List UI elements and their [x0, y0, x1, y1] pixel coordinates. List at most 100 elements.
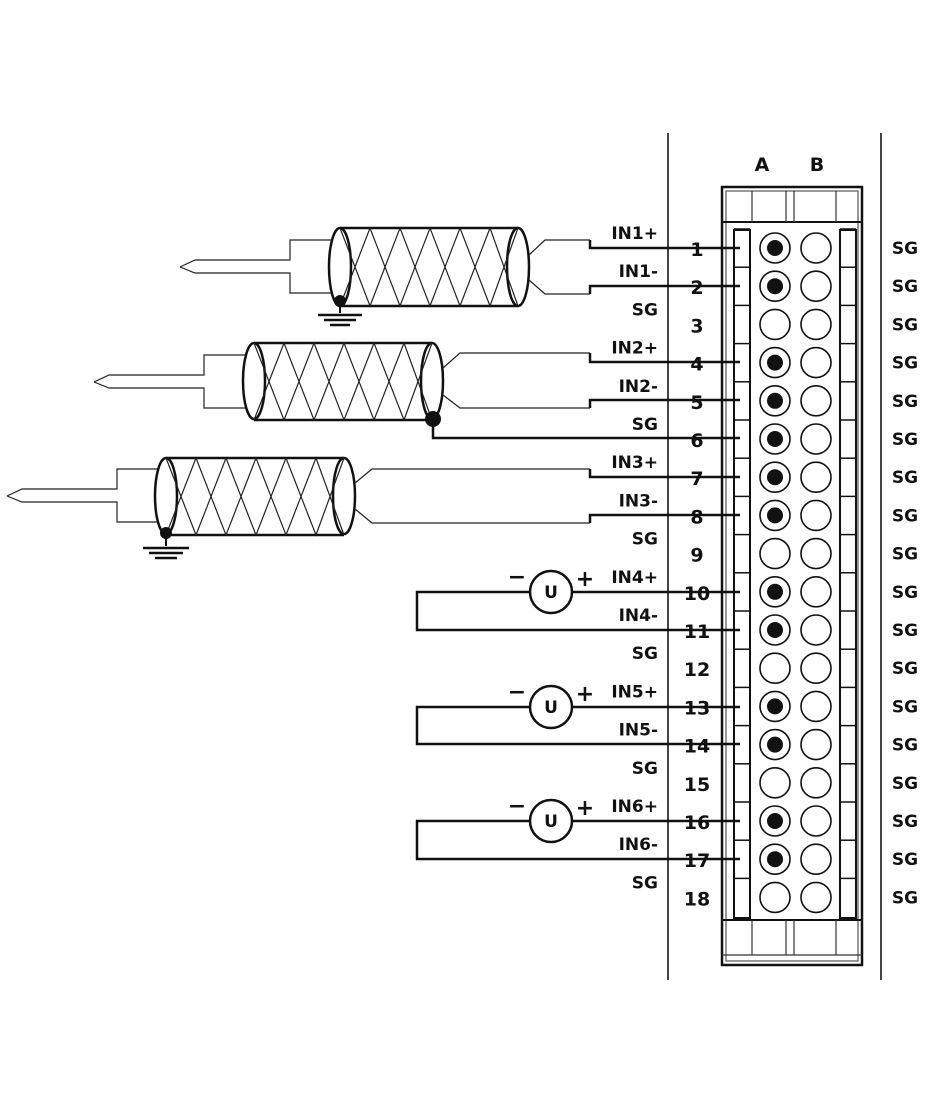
terminal-b-1[interactable]: [800, 232, 832, 264]
right-sg-label: SG: [892, 697, 918, 717]
minus-sign: −: [508, 565, 526, 590]
wire-terminal-dot: [767, 583, 783, 600]
ground-icon: [143, 533, 189, 560]
right-sg-label: SG: [892, 621, 918, 641]
pin-label: SG: [632, 300, 658, 320]
wire-terminal-dot: [767, 622, 783, 638]
pin-row-3: SG 3 SG: [632, 300, 918, 341]
terminal-a-9[interactable]: [759, 537, 791, 570]
terminal-b-12[interactable]: [800, 652, 832, 685]
column-b-label: B: [810, 154, 824, 176]
plus-sign: +: [576, 682, 594, 707]
pin-number: 13: [684, 697, 710, 719]
pin-label: IN6+: [611, 797, 658, 817]
right-sg-label: SG: [892, 774, 918, 794]
plus-sign: +: [576, 567, 594, 592]
pin-label: SG: [632, 873, 658, 893]
terminal-a-3[interactable]: [759, 308, 791, 341]
voltage-source-symbol: U: [544, 812, 558, 832]
terminal-a-15[interactable]: [759, 766, 791, 799]
plus-sign: +: [576, 796, 594, 821]
voltage-source-symbol: U: [544, 698, 558, 718]
minus-sign: −: [508, 680, 526, 705]
pin-label: IN4+: [611, 568, 658, 588]
terminal-b-6[interactable]: [800, 423, 832, 455]
right-sg-label: SG: [892, 315, 918, 335]
pin-label: IN1-: [619, 262, 658, 282]
terminal-a-18[interactable]: [759, 881, 791, 914]
right-sg-label: SG: [892, 430, 918, 450]
voltage-source-1: U − +: [415, 565, 740, 632]
terminal-b-13[interactable]: [800, 690, 832, 723]
pin-row-4: IN2+ 4 SG: [611, 339, 918, 379]
voltage-source-3: U − +: [415, 794, 740, 861]
wire-terminal-dot: [767, 736, 783, 753]
voltage-source-circle: [528, 798, 574, 844]
right-sg-label: SG: [892, 392, 918, 412]
terminal-b-2[interactable]: [800, 270, 832, 303]
right-sg-label: SG: [892, 354, 918, 374]
shielded-sensor-1: [179, 226, 740, 327]
shielded-sensor-3: [6, 456, 740, 560]
right-sg-label: SG: [892, 812, 918, 832]
pin-number: 4: [690, 354, 703, 376]
terminal-b-7[interactable]: [800, 461, 832, 494]
column-a-label: A: [755, 154, 770, 176]
terminal-b-17[interactable]: [800, 843, 832, 876]
terminal-b-5[interactable]: [800, 384, 832, 417]
terminal-b-4[interactable]: [800, 346, 832, 379]
pin-number: 17: [684, 850, 710, 872]
wire-terminal-dot: [767, 469, 783, 486]
right-sg-label: SG: [892, 850, 918, 870]
terminal-block: [720, 185, 864, 967]
wire-terminal-dot: [767, 278, 783, 295]
right-sg-label: SG: [892, 583, 918, 603]
terminal-b-9[interactable]: [800, 537, 832, 570]
pin-label: IN2+: [611, 339, 658, 359]
terminal-b-10[interactable]: [800, 575, 832, 608]
pin-row-10: IN4+ 10 SG: [611, 568, 918, 608]
terminal-b-11[interactable]: [800, 614, 832, 646]
terminal-a-12[interactable]: [759, 652, 791, 685]
terminal-b-15[interactable]: [800, 766, 832, 799]
terminal-b-3[interactable]: [800, 308, 832, 341]
right-sg-label: SG: [892, 888, 918, 908]
pin-number: 11: [684, 621, 710, 643]
right-sg-label: SG: [892, 239, 918, 259]
ground-icon: [318, 301, 362, 327]
terminal-b-16[interactable]: [800, 805, 832, 837]
wire-terminal-dot: [767, 354, 783, 371]
pin-number: 18: [684, 888, 710, 910]
wire-terminal-dot: [767, 813, 783, 829]
pin-number: 6: [690, 430, 703, 452]
wire-terminal-dot: [767, 240, 783, 256]
shielded-sensor-2: [93, 341, 740, 440]
pin-number: 3: [690, 315, 703, 337]
pin-number: 15: [684, 774, 710, 796]
terminal-b-18[interactable]: [800, 881, 832, 914]
voltage-source-symbol: U: [544, 583, 558, 603]
wire-terminal-dot: [767, 431, 783, 447]
right-sg-label: SG: [892, 659, 918, 679]
pin-number: 2: [690, 277, 703, 299]
voltage-source-circle: [528, 684, 574, 730]
right-sg-label: SG: [892, 468, 918, 488]
pin-number: 10: [684, 583, 710, 605]
right-sg-label: SG: [892, 277, 918, 297]
terminal-b-8[interactable]: [800, 499, 832, 532]
pin-number: 9: [690, 545, 703, 567]
pin-number: 1: [690, 239, 703, 261]
pin-label: SG: [632, 415, 658, 435]
pin-number: 7: [690, 468, 703, 490]
terminal-b-14[interactable]: [800, 728, 832, 761]
pin-row-2: IN1- 2 SG: [619, 262, 918, 303]
